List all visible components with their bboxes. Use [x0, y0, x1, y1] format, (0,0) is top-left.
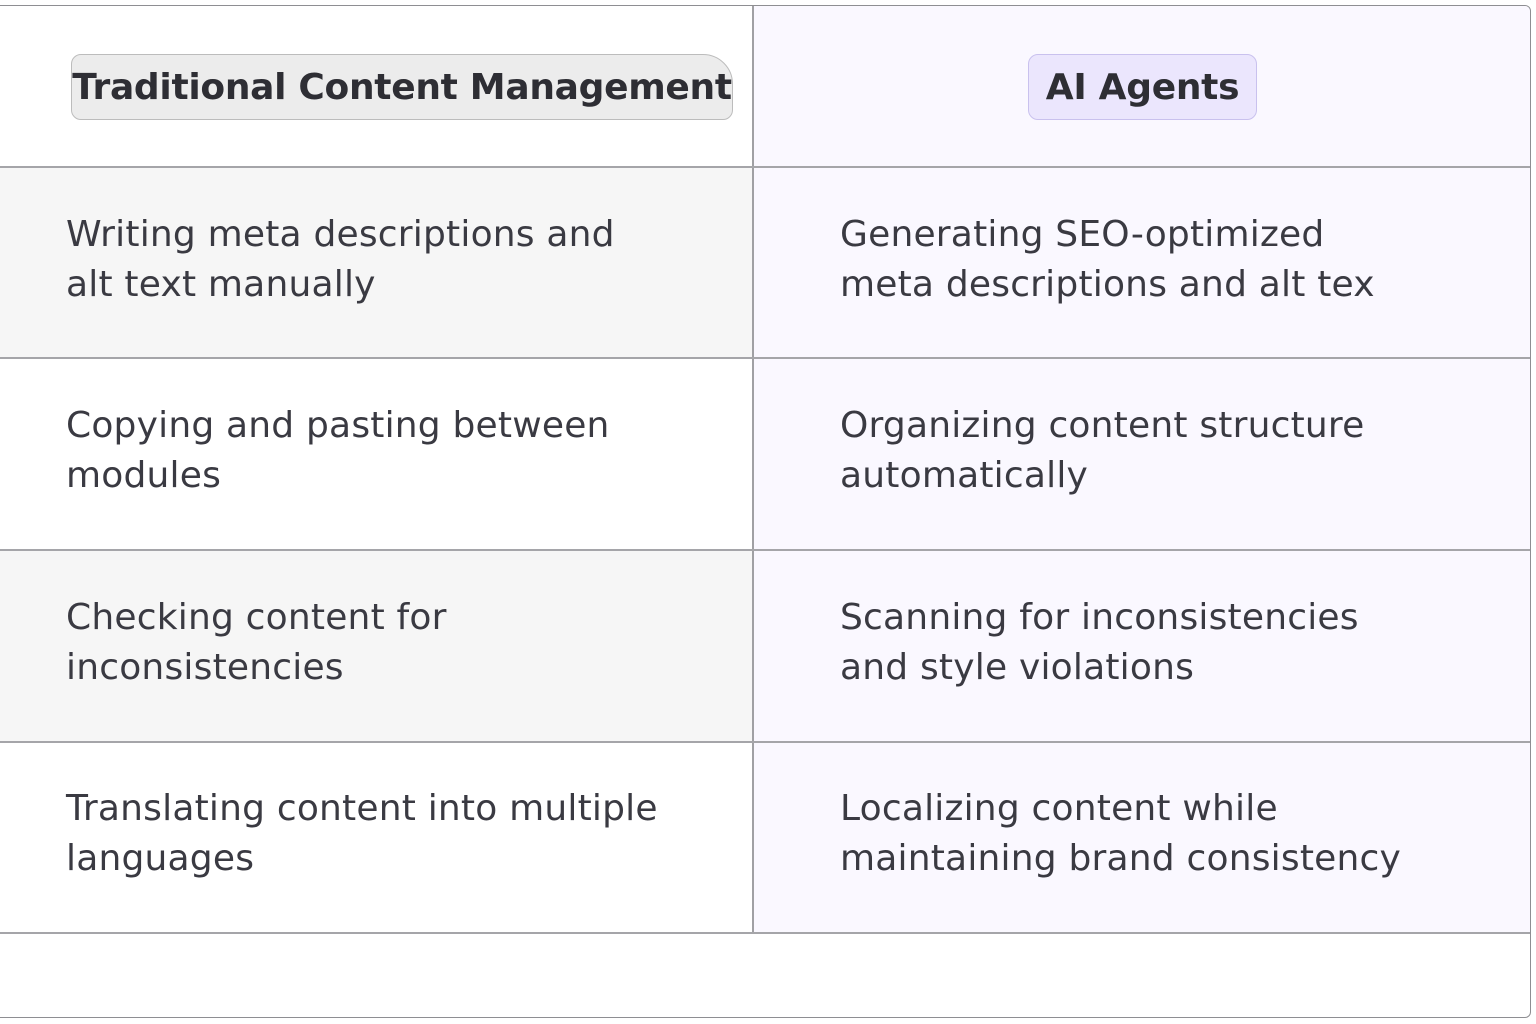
table-cell-ai-agents: Scanning for inconsistencies and style v… — [840, 593, 1530, 693]
column-divider — [752, 6, 754, 933]
comparison-table: Traditional Content Management AI Agents… — [0, 5, 1531, 1018]
cell-line: Copying and pasting between — [66, 405, 610, 446]
cell-line: and style violations — [840, 647, 1195, 688]
cell-line: Generating SEO-optimized — [840, 214, 1325, 255]
row-divider — [0, 741, 1530, 743]
row-divider — [0, 932, 1530, 934]
table-cell-ai-agents: Generating SEO-optimized meta descriptio… — [840, 210, 1530, 310]
table-cell-traditional: Copying and pasting between modules — [66, 401, 746, 501]
row-divider — [0, 357, 1530, 359]
row-divider — [0, 549, 1530, 551]
cell-line: automatically — [840, 455, 1089, 496]
cell-line: maintaining brand consistency — [840, 838, 1402, 879]
cell-line: inconsistencies — [66, 647, 344, 688]
cell-line: Scanning for inconsistencies — [840, 597, 1359, 638]
row-shade-1 — [0, 167, 752, 358]
cell-line: alt text manually — [66, 264, 376, 305]
table-cell-ai-agents: Organizing content structure automatical… — [840, 401, 1530, 501]
row-shade-3 — [0, 550, 752, 742]
cell-line: Organizing content structure — [840, 405, 1365, 446]
header-ai-agents: AI Agents — [1028, 54, 1257, 120]
cell-line: Checking content for — [66, 597, 447, 638]
table-cell-traditional: Translating content into multiple langua… — [66, 784, 746, 884]
right-column-background — [754, 6, 1530, 933]
table-cell-ai-agents: Localizing content while maintaining bra… — [840, 784, 1530, 884]
cell-line: languages — [66, 838, 255, 879]
cell-line: Translating content into multiple — [66, 788, 658, 829]
header-traditional-content-management: Traditional Content Management — [71, 54, 733, 120]
cell-line: meta descriptions and alt tex — [840, 264, 1375, 305]
table-cell-traditional: Writing meta descriptions and alt text m… — [66, 210, 746, 310]
cell-line: modules — [66, 455, 222, 496]
cell-line: Writing meta descriptions and — [66, 214, 615, 255]
table-cell-traditional: Checking content for inconsistencies — [66, 593, 746, 693]
row-divider — [0, 166, 1530, 168]
cell-line: Localizing content while — [840, 788, 1278, 829]
